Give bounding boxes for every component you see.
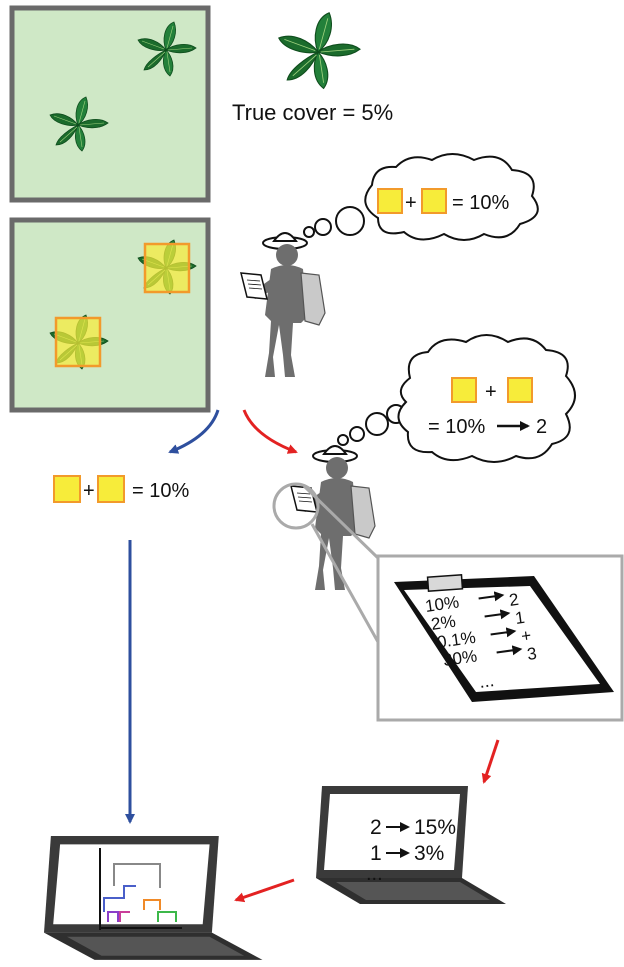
thought-dot — [337, 434, 349, 446]
direct-square-a — [53, 475, 81, 503]
magnifier-line-1 — [302, 484, 380, 560]
clipboard-line-arrow — [490, 627, 517, 638]
surveyor-1 — [240, 232, 326, 378]
red-arrow-to-analysis — [234, 878, 295, 903]
thought-bubble-2 — [397, 334, 576, 463]
clipboard-line-arrow — [484, 609, 511, 620]
bubble2-equals: = 10% — [428, 416, 485, 438]
cover-square-2 — [54, 316, 102, 368]
laptop-conversion-lines: 2 15% 1 3%... — [366, 816, 456, 885]
bubble1-square-b — [421, 188, 447, 214]
laptop-line-from: 2 — [370, 816, 382, 839]
blue-arrow-curved — [168, 409, 220, 454]
bubble1-equals: = 10% — [452, 192, 509, 214]
thought-dot — [303, 226, 315, 238]
magnifier-circle — [272, 482, 320, 530]
clipboard-line-to: 3 — [526, 644, 538, 664]
bubble1-square-a — [377, 188, 403, 214]
laptop-line-to: 15% — [414, 816, 456, 839]
red-arrow-to-laptop — [481, 739, 500, 784]
clipboard-line-to: 1 — [514, 608, 526, 628]
thought-bubble-1 — [364, 153, 539, 241]
red-arrow-curved — [242, 409, 298, 454]
bubble2-plus: + — [485, 381, 497, 403]
surveyor-2 — [290, 445, 376, 591]
plant-legend-icon — [278, 12, 361, 89]
analysis-laptop — [44, 836, 263, 960]
clipboard-lines: 10%22%10.1%+30%3... — [424, 590, 538, 692]
dendrogram-chart — [99, 848, 182, 930]
bubble2-square-a — [451, 377, 477, 403]
bubble1-plus: + — [405, 192, 417, 214]
thought-dot — [365, 412, 389, 436]
magnifier-line-2 — [310, 523, 380, 643]
clipboard-line-arrow — [496, 645, 523, 656]
true-plot — [9, 5, 211, 203]
clipboard-line-to: + — [520, 626, 533, 646]
direct-plus: + — [83, 480, 95, 502]
laptop-line-from: 1 — [370, 842, 382, 865]
clipboard-line-from: 30% — [442, 646, 478, 670]
laptop-ellipsis: ... — [366, 863, 383, 885]
cover-square-1 — [143, 242, 191, 294]
true-cover-label: True cover = 5% — [232, 100, 393, 125]
thought-dot — [335, 206, 365, 236]
clipboard — [394, 574, 614, 702]
clipboard-ellipsis: ... — [478, 670, 496, 692]
direct-square-b — [97, 475, 125, 503]
clipboard-line-from: 2% — [430, 612, 457, 634]
clipboard-line-from: 10% — [424, 592, 460, 616]
bubble2-target: 2 — [536, 416, 547, 438]
thought-dot — [349, 426, 365, 442]
clipboard-line-arrow — [478, 591, 505, 602]
clipboard-line-to: 2 — [508, 590, 520, 610]
bubble2-square-b — [507, 377, 533, 403]
thought-dot — [314, 218, 332, 236]
direct-equals: = 10% — [132, 480, 189, 502]
laptop-line-to: 3% — [414, 842, 444, 865]
conversion-laptop — [316, 786, 506, 904]
